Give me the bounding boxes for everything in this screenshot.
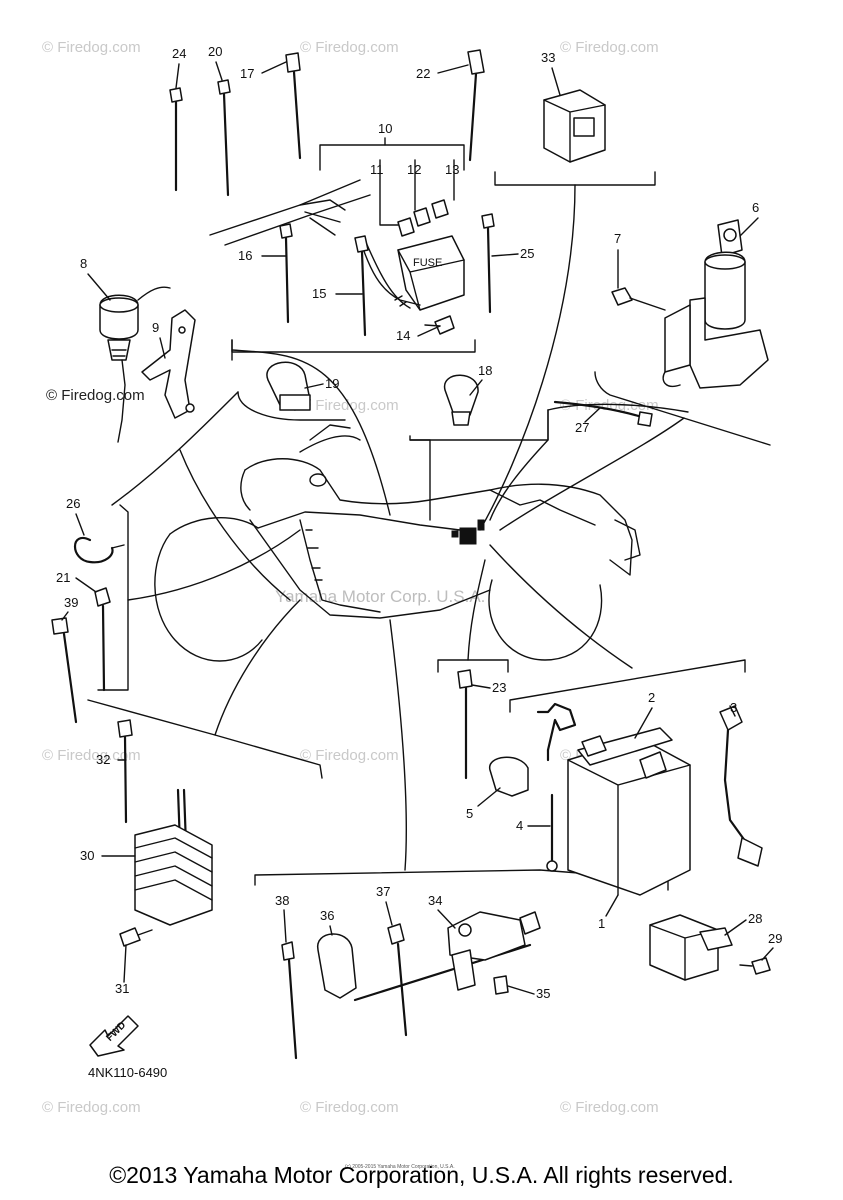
watermark: © Firedog.com bbox=[46, 387, 145, 404]
callouts: 24 20 17 22 33 10 11 12 13 6 7 16 25 8 1… bbox=[56, 44, 782, 1001]
watermark: © Firedog.com bbox=[42, 1099, 141, 1116]
callout-17: 17 bbox=[240, 66, 254, 81]
callout-35: 35 bbox=[536, 986, 550, 1001]
callout-14: 14 bbox=[396, 328, 410, 343]
main-switch bbox=[611, 219, 769, 389]
fuse-box-group: FUSE bbox=[209, 144, 495, 337]
callout-19: 19 bbox=[325, 376, 339, 391]
callout-4: 4 bbox=[516, 818, 523, 833]
callout-11: 11 bbox=[370, 162, 384, 177]
cable-ties-top-left bbox=[169, 49, 485, 197]
callout-15: 15 bbox=[312, 286, 326, 301]
callout-31: 31 bbox=[115, 981, 129, 996]
part-code: 4NK110-6490 bbox=[88, 1065, 167, 1080]
callout-27: 27 bbox=[575, 420, 589, 435]
group-brackets bbox=[87, 171, 771, 891]
callout-2: 2 bbox=[648, 690, 655, 705]
fwd-arrow: FWD bbox=[89, 1015, 139, 1057]
center-watermark: Yamaha Motor Corp. U.S.A. bbox=[275, 587, 485, 606]
wiring-junction bbox=[459, 527, 477, 545]
fuse-label: FUSE bbox=[413, 257, 442, 269]
callout-16: 16 bbox=[238, 248, 252, 263]
callout-3: 3 bbox=[730, 700, 737, 715]
relay-33 bbox=[543, 89, 606, 163]
callout-1: 1 bbox=[598, 916, 605, 931]
callout-13: 13 bbox=[445, 162, 459, 177]
callout-22: 22 bbox=[416, 66, 430, 81]
callout-26: 26 bbox=[66, 496, 80, 511]
copyright-footer: ©2013 Yamaha Motor Corporation, U.S.A. A… bbox=[109, 1162, 734, 1188]
starter-relay bbox=[649, 914, 771, 981]
callout-30: 30 bbox=[80, 848, 94, 863]
callout-39: 39 bbox=[64, 595, 78, 610]
callout-6: 6 bbox=[752, 200, 759, 215]
callout-32: 32 bbox=[96, 752, 110, 767]
callout-8: 8 bbox=[80, 256, 87, 271]
battery-group bbox=[457, 669, 763, 896]
watermark: © Firedog.com bbox=[300, 1099, 399, 1116]
watermark: © Firedog.com bbox=[560, 1099, 659, 1116]
callout-23: 23 bbox=[492, 680, 506, 695]
callout-12: 12 bbox=[407, 162, 421, 177]
watermark: © Firedog.com bbox=[560, 397, 659, 414]
callout-29: 29 bbox=[768, 931, 782, 946]
watermark: © Firedog.com bbox=[42, 39, 141, 56]
callout-9: 9 bbox=[152, 320, 159, 335]
watermark: © Firedog.com bbox=[300, 747, 399, 764]
callout-25: 25 bbox=[520, 246, 534, 261]
watermark: © Firedog.com bbox=[300, 39, 399, 56]
motorcycle-outline bbox=[154, 424, 641, 662]
callout-21: 21 bbox=[56, 570, 70, 585]
callout-10: 10 bbox=[378, 121, 392, 136]
bottom-group bbox=[281, 911, 541, 1060]
callout-5: 5 bbox=[466, 806, 473, 821]
callout-28: 28 bbox=[748, 911, 762, 926]
watermark: © Firedog.com bbox=[42, 747, 141, 764]
callout-18: 18 bbox=[478, 363, 492, 378]
horn-group bbox=[99, 286, 196, 443]
callout-7: 7 bbox=[614, 231, 621, 246]
callout-20: 20 bbox=[208, 44, 222, 59]
callout-36: 36 bbox=[320, 908, 334, 923]
small-credit: (c) 2005-2015 Yamaha Motor Corporation, … bbox=[345, 1164, 455, 1170]
callout-37: 37 bbox=[376, 884, 390, 899]
callout-24: 24 bbox=[172, 46, 186, 61]
clamps-middle bbox=[266, 361, 653, 427]
callout-33: 33 bbox=[541, 50, 555, 65]
watermark-layer: © Firedog.com © Firedog.com © Firedog.co… bbox=[42, 39, 659, 1170]
watermark: © Firedog.com bbox=[560, 39, 659, 56]
callout-38: 38 bbox=[275, 893, 289, 908]
rectifier-group bbox=[117, 719, 213, 947]
callout-34: 34 bbox=[428, 893, 442, 908]
clips-left bbox=[51, 536, 125, 724]
